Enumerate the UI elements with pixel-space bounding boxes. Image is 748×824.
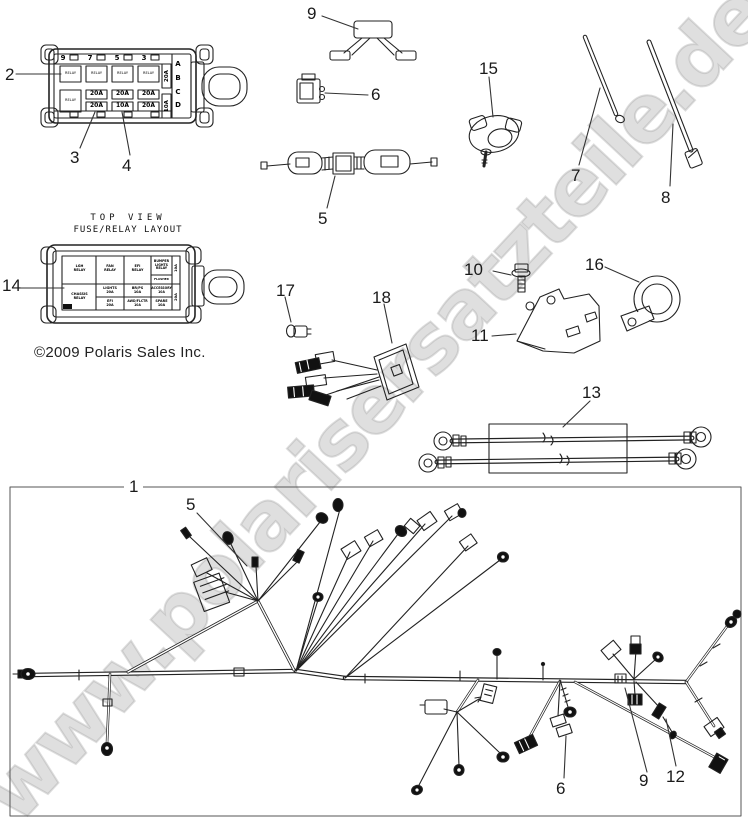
callout-5-top: 5 — [318, 209, 328, 228]
layout-cell-lgh-relay: LGH RELAY — [73, 264, 86, 272]
fusebox-relay-2: RELAY — [91, 71, 102, 76]
callout-16: 16 — [585, 255, 604, 274]
layout-cell-chassis-relay: CHASSIS RELAY — [71, 292, 88, 300]
fusebox-relay-3: RELAY — [117, 71, 128, 76]
fusebox-relay-bottom: RELAY — [65, 98, 76, 103]
layout-side-bottom-text: 20A — [174, 293, 179, 301]
layout-title-line2: FUSE/RELAY LAYOUT — [73, 225, 183, 235]
layout-side-top: 10A — [170, 262, 184, 274]
part-5-drawing — [260, 149, 438, 209]
callout-4: 4 — [122, 156, 132, 175]
fuse-box-drawing — [15, 44, 248, 156]
callout-3: 3 — [70, 148, 80, 167]
layout-cell-awd-fuse: AWD/FLCTR 10A — [127, 299, 148, 307]
callout-5-harness: 5 — [186, 495, 196, 514]
part-6-drawing — [296, 73, 369, 104]
fusebox-fuse-d2: 10A — [116, 102, 129, 110]
harness-box-border — [9, 486, 742, 817]
fuse-relay-layout-drawing — [19, 244, 245, 324]
fusebox-fuse-side-top-text: 20A — [163, 70, 170, 82]
fusebox-fuse-d1: 20A — [90, 102, 103, 110]
layout-side-bottom: 20A — [170, 291, 184, 303]
part-11-drawing — [491, 288, 601, 354]
callout-10: 10 — [464, 260, 483, 279]
fusebox-fuse-d3: 20A — [142, 102, 155, 110]
part-15-drawing — [468, 76, 523, 168]
layout-cell-flasher: FLASHER — [154, 276, 169, 281]
callout-9-harness: 9 — [639, 771, 649, 790]
part-17-drawing — [284, 296, 312, 338]
fusebox-fuse-c3: 20A — [142, 90, 155, 98]
callout-6-harness: 6 — [556, 779, 566, 798]
fusebox-fuse-side-top: 20A — [158, 70, 176, 82]
fusebox-fuse-c2: 20A — [116, 90, 129, 98]
fusebox-relay-1: RELAY — [65, 71, 76, 76]
part-13-drawing — [418, 400, 712, 474]
callout-14: 14 — [2, 276, 21, 295]
layout-cell-lights-fuse: LIGHTS 20A — [103, 285, 117, 294]
layout-cell-accessory-fuse: ACCESSORY 10A — [151, 286, 172, 294]
callout-15: 15 — [479, 59, 498, 78]
callout-8: 8 — [661, 188, 671, 207]
layout-cell-spare-fuse: SPARE 10A — [155, 298, 168, 307]
callout-7: 7 — [571, 166, 581, 185]
copyright-text: ©2009 Polaris Sales Inc. — [34, 344, 206, 361]
layout-cell-efi-fuse: EFI 20A — [106, 298, 114, 307]
callout-9-top: 9 — [307, 4, 317, 23]
harness-drawing — [12, 497, 742, 796]
fusebox-fuse-side-bottom-text: 10A — [163, 100, 170, 112]
layout-cell-bumper-lights-relay: BUMPER LIGHTS RELAY — [153, 259, 170, 271]
fusebox-fuse-side-bottom: 10A — [158, 100, 176, 112]
part-9-drawing — [321, 15, 417, 61]
callout-18: 18 — [372, 288, 391, 307]
callout-1: 1 — [124, 478, 144, 495]
layout-cell-fan-relay: FAN RELAY — [104, 264, 116, 272]
part-10-drawing — [492, 263, 531, 293]
fusebox-pin-9: 9 — [60, 54, 66, 63]
fusebox-pin-7: 7 — [87, 54, 93, 63]
layout-cell-efi-relay: EFI RELAY — [131, 264, 144, 272]
part-16-drawing — [604, 266, 681, 333]
callout-12: 12 — [666, 767, 685, 786]
fusebox-row-b: B — [175, 73, 181, 82]
fusebox-relay-4: RELAY — [143, 71, 154, 76]
part-18-drawing — [287, 303, 420, 407]
layout-title-line1: TOP VIEW — [90, 213, 166, 223]
fusebox-row-d: D — [175, 100, 181, 109]
fusebox-fuse-c1: 20A — [90, 90, 103, 98]
fusebox-row-c: C — [175, 87, 181, 96]
callout-11: 11 — [471, 326, 489, 345]
fusebox-pin-3: 3 — [141, 54, 147, 63]
fusebox-pin-5: 5 — [114, 54, 120, 63]
layout-side-top-text: 10A — [174, 264, 179, 272]
fusebox-row-a: A — [175, 59, 181, 68]
layout-cell-brps-fuse: BR/PS 10A — [131, 285, 144, 294]
part-8-drawing — [646, 39, 703, 187]
part-7-drawing — [578, 34, 625, 166]
callout-2: 2 — [5, 65, 15, 84]
callout-17: 17 — [276, 281, 295, 300]
callout-13: 13 — [582, 383, 601, 402]
callout-6-top: 6 — [371, 85, 381, 104]
